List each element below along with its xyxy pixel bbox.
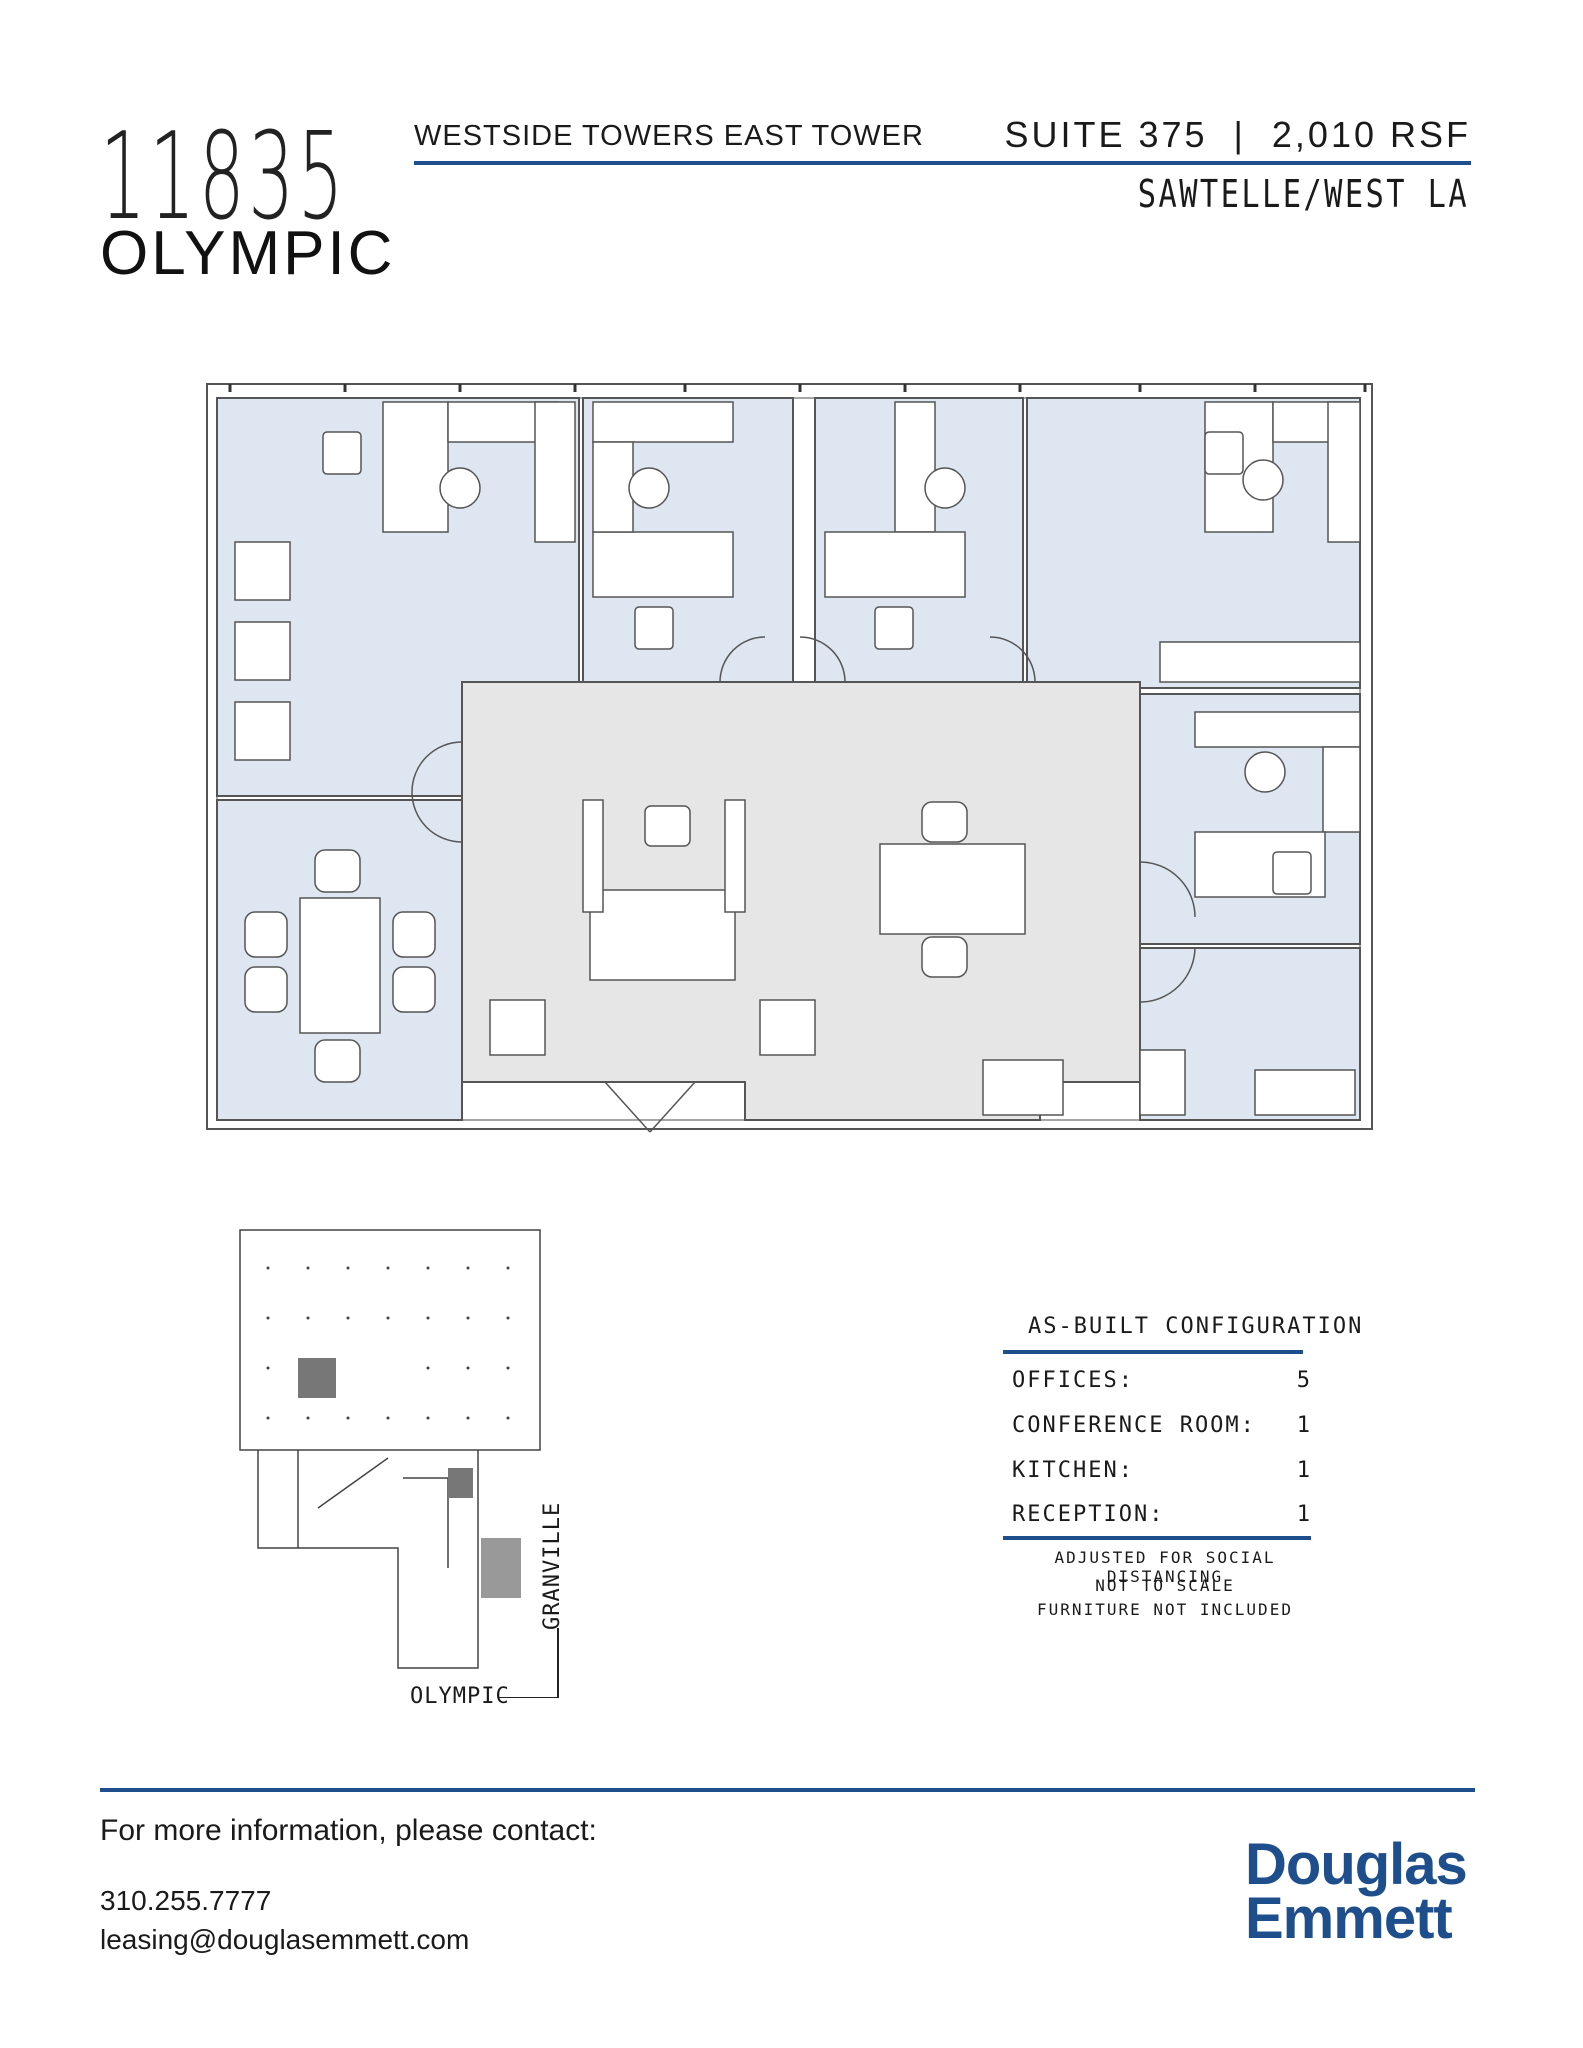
contact-heading: For more information, please contact: — [100, 1814, 597, 1847]
config-title-rule — [1003, 1350, 1303, 1354]
config-value: 1 — [1296, 1502, 1312, 1527]
footer-divider — [100, 1788, 1475, 1792]
suite-info: SUITE 375 | 2,010 RSF — [1004, 114, 1471, 155]
contact-phone[interactable]: 310.255.7777 — [100, 1885, 272, 1916]
street-label-granville: GRANVILLE — [540, 1501, 565, 1630]
building-name: WESTSIDE TOWERS EAST TOWER — [414, 120, 924, 152]
config-value: 5 — [1296, 1368, 1312, 1393]
config-value: 1 — [1296, 1458, 1312, 1483]
floor-plan — [206, 383, 1373, 1133]
address-number: 11835 — [100, 108, 348, 247]
config-label: RECEPTION: — [1012, 1502, 1165, 1527]
config-row-reception: RECEPTION: 1 — [1012, 1502, 1312, 1527]
config-note-scale: NOT TO SCALE — [1095, 1576, 1235, 1595]
office-4 — [1026, 397, 1361, 689]
config-row-offices: OFFICES: 5 — [1012, 1368, 1312, 1393]
address-street: OLYMPIC — [100, 219, 396, 288]
config-value: 1 — [1296, 1413, 1312, 1438]
street-label-olympic: OLYMPIC — [410, 1684, 510, 1709]
contact-email[interactable]: leasing@douglasemmett.com — [100, 1924, 470, 1955]
config-label: CONFERENCE ROOM: — [1012, 1413, 1256, 1438]
reception-common-area — [461, 681, 1141, 1121]
area-name: SAWTELLE/WEST LA — [1137, 172, 1469, 216]
config-label: KITCHEN: — [1012, 1458, 1134, 1483]
douglas-emmett-logo: Douglas Emmett — [1245, 1832, 1475, 1951]
config-bottom-rule — [1003, 1536, 1311, 1540]
header-divider — [414, 161, 1471, 165]
suite-location-highlight — [481, 1538, 521, 1598]
site-plan-map — [239, 1229, 559, 1698]
config-label: OFFICES: — [1012, 1368, 1134, 1393]
logo-line-1: Douglas — [1245, 1832, 1468, 1897]
config-row-conference: CONFERENCE ROOM: 1 — [1012, 1413, 1312, 1438]
logo-line-2: Emmett — [1245, 1886, 1453, 1951]
config-row-kitchen: KITCHEN: 1 — [1012, 1458, 1312, 1483]
config-title: AS-BUILT CONFIGURATION — [1028, 1314, 1364, 1339]
config-note-distancing: ADJUSTED FOR SOCIAL DISTANCING — [1054, 1548, 1276, 1586]
config-note-furniture: FURNITURE NOT INCLUDED — [1037, 1600, 1293, 1619]
